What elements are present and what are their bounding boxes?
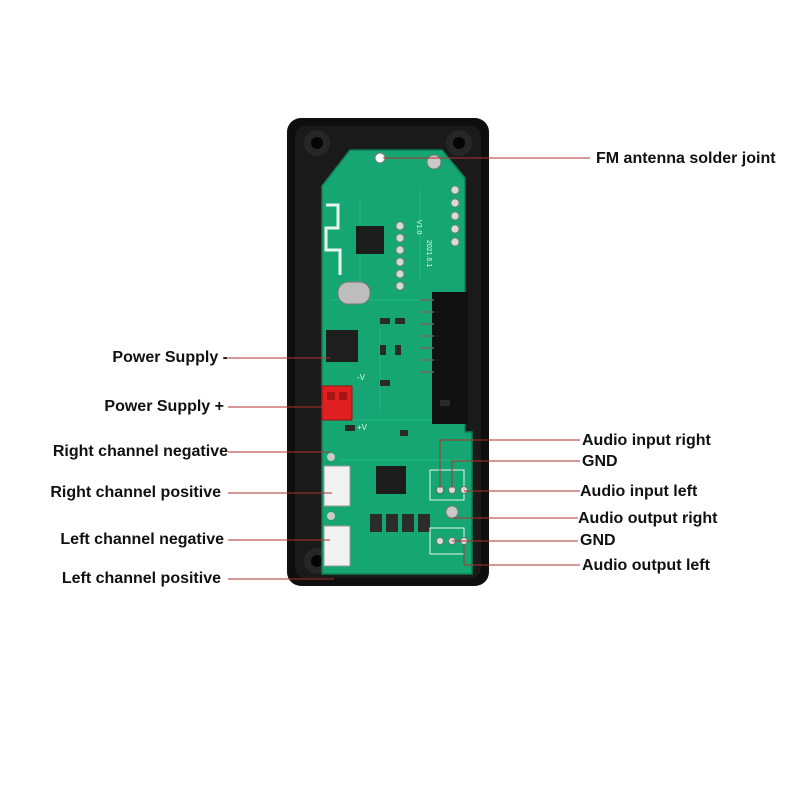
label-audio-output-right: Audio output right <box>578 510 718 527</box>
amplifier-chip <box>376 466 406 494</box>
label-right-channel-neg: Right channel negative <box>52 443 228 460</box>
screw-icon <box>426 154 442 170</box>
label-audio-output-left: Audio output left <box>582 557 710 574</box>
label-left-channel-neg: Left channel negative <box>60 531 224 548</box>
pcb-version-text: V1.0 <box>415 220 422 235</box>
label-power-supply-neg: Power Supply - <box>112 349 228 366</box>
label-left-channel-pos: Left channel positive <box>61 570 221 587</box>
pin-header-pads <box>395 185 460 291</box>
label-audio-input-right: Audio input right <box>582 432 711 449</box>
label-gnd-output: GND <box>580 532 616 549</box>
label-power-supply-pos: Power Supply + <box>104 398 224 415</box>
screw-icon <box>445 505 459 519</box>
audio-input-pads <box>436 486 468 494</box>
power-pos-silkscreen: +V <box>357 423 368 432</box>
crystal-oscillator <box>337 281 371 305</box>
power-neg-silkscreen: -V <box>357 373 366 382</box>
bluetooth-chip <box>356 226 384 254</box>
pcb-board: V1.0 2021.6.1 -V +V <box>321 149 473 575</box>
power-connector <box>321 385 353 421</box>
pcb-date-text: 2021.6.1 <box>425 240 432 267</box>
label-gnd-input: GND <box>582 453 618 470</box>
power-regulator-chip <box>326 330 358 362</box>
bluetooth-antenna-trace <box>324 203 342 275</box>
left-speaker-connector <box>323 525 351 567</box>
label-audio-input-left: Audio input left <box>580 483 698 500</box>
leader-lines <box>228 157 590 580</box>
label-right-channel-pos: Right channel positive <box>50 484 221 501</box>
label-fm-antenna: FM antenna solder joint <box>596 150 776 167</box>
right-speaker-connector <box>323 465 351 507</box>
